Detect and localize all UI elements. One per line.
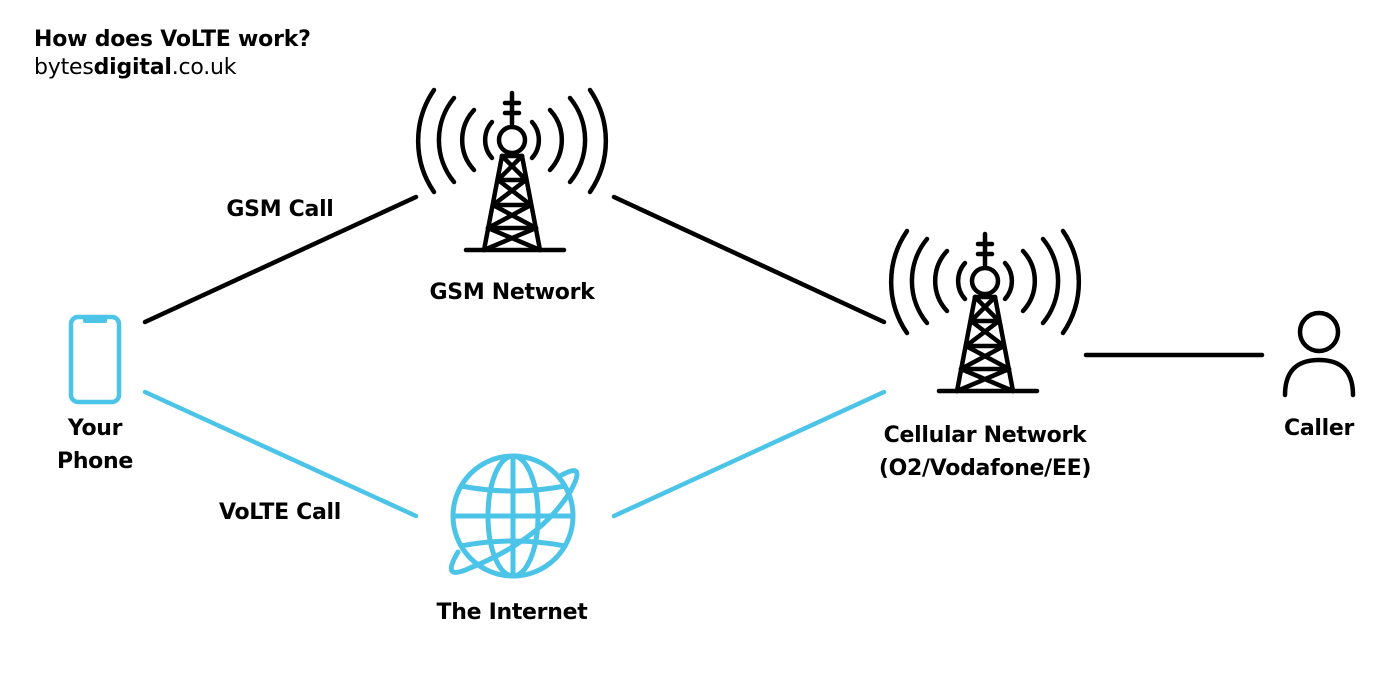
phone-label-line2: Phone (57, 449, 133, 474)
edge-phone-internet (142, 389, 419, 519)
brand-prefix: bytes (34, 55, 94, 80)
caller-label: Caller (1283, 416, 1355, 441)
gsm-call-label: GSM Call (226, 197, 334, 222)
volte-call-label: VoLTE Call (218, 500, 342, 525)
header: How does VoLTE work? bytesdigital.co.uk (34, 26, 311, 82)
cellular-network-line2: (O2/Vodafone/EE) (878, 456, 1092, 481)
cell-tower-icon (888, 228, 1082, 394)
phone-label-line1: Your (67, 416, 123, 441)
gsm-network-label: GSM Network (429, 280, 595, 305)
brand-bold: digital (93, 55, 172, 80)
person-icon (1282, 310, 1356, 398)
edge-internet-cellular (611, 389, 887, 519)
globe-icon (448, 453, 580, 579)
brand-link[interactable]: bytesdigital.co.uk (34, 54, 311, 82)
smartphone-icon (68, 314, 122, 405)
edge-phone-gsm (142, 194, 419, 325)
internet-label: The Internet (436, 600, 588, 625)
cell-tower-icon (415, 87, 609, 253)
edge-gsm-cellular (611, 194, 887, 325)
cellular-network-line1: Cellular Network (883, 423, 1087, 448)
cellular-network-label: Cellular Network (O2/Vodafone/EE) (845, 419, 1125, 485)
page-title: How does VoLTE work? (34, 27, 311, 52)
brand-suffix: .co.uk (171, 55, 237, 80)
phone-label: Your Phone (45, 412, 145, 478)
